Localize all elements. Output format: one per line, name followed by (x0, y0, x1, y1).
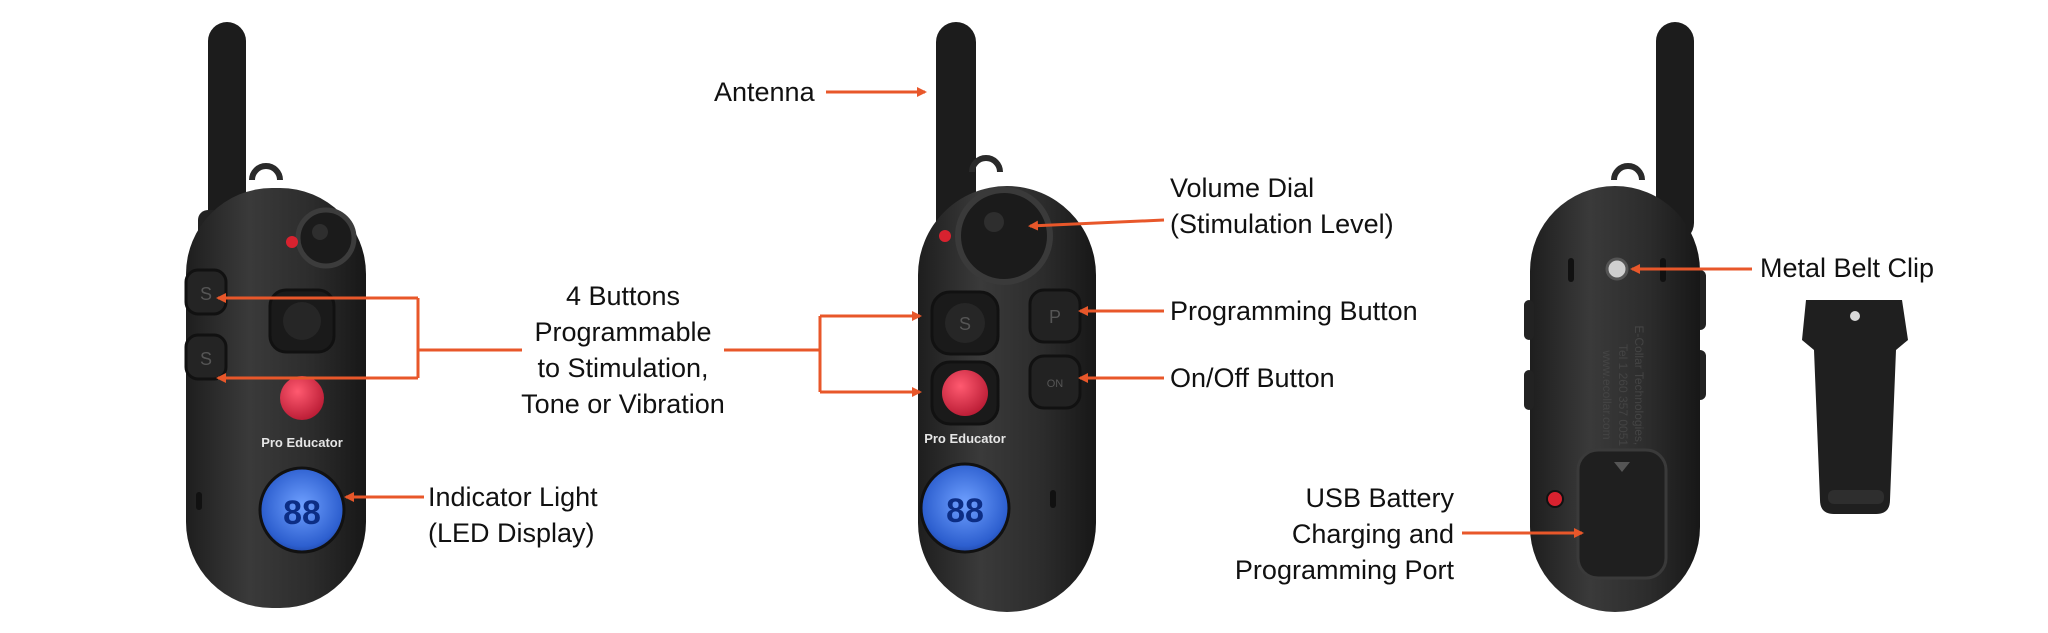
brand-text-left: Pro Educator (261, 435, 343, 450)
label-indicator-light: Indicator Light (LED Display) (428, 482, 598, 548)
antenna-back (1656, 22, 1694, 242)
volume-dial-center (955, 187, 1053, 285)
red-stim-button-center (942, 370, 988, 416)
svg-text:S: S (200, 349, 212, 369)
belt-clip-rivet (1605, 257, 1629, 281)
svg-text:ON: ON (1047, 378, 1064, 390)
label-antenna: Antenna (714, 77, 815, 107)
svg-text:P: P (1049, 307, 1061, 327)
svg-text:S: S (200, 284, 212, 304)
metal-belt-clip (1802, 300, 1908, 514)
label-on-off-button: On/Off Button (1170, 363, 1335, 393)
label-volume-dial: Volume Dial (Stimulation Level) (1170, 173, 1394, 239)
svg-text:www.ecollar.com: www.ecollar.com (1600, 349, 1614, 439)
red-stim-button-left (280, 376, 324, 420)
svg-text:S: S (959, 314, 971, 334)
svg-text:88: 88 (946, 492, 984, 530)
label-four-buttons: 4 Buttons Programmable to Stimulation, T… (521, 281, 725, 419)
brand-text-center: Pro Educator (924, 431, 1006, 446)
volume-dial-left (295, 207, 357, 269)
label-usb-port: USB Battery Charging and Programming Por… (1234, 483, 1454, 585)
status-led-back (1546, 490, 1564, 508)
lcd-display-left (258, 466, 346, 554)
label-programming-button: Programming Button (1170, 296, 1418, 326)
svg-text:E-Collar Technologies, Inc: E-Collar Technologies, Inc (1632, 325, 1646, 464)
device-front-left: S S Pro Educator 88 (184, 22, 366, 608)
antenna-center (936, 22, 976, 242)
callout-arrows (216, 87, 1752, 538)
label-metal-belt-clip: Metal Belt Clip (1760, 253, 1935, 283)
svg-text:88: 88 (283, 494, 321, 532)
svg-text:Tel 1 260 357 0051: Tel 1 260 357 0051 (1616, 344, 1630, 446)
device-back-right: E-Collar Technologies, Inc Tel 1 260 357… (1524, 22, 1706, 612)
lcd-display-center (919, 462, 1011, 554)
usb-port-cover (1576, 448, 1668, 580)
device-front-center: S P ON Pro Educator 88 (918, 22, 1096, 612)
